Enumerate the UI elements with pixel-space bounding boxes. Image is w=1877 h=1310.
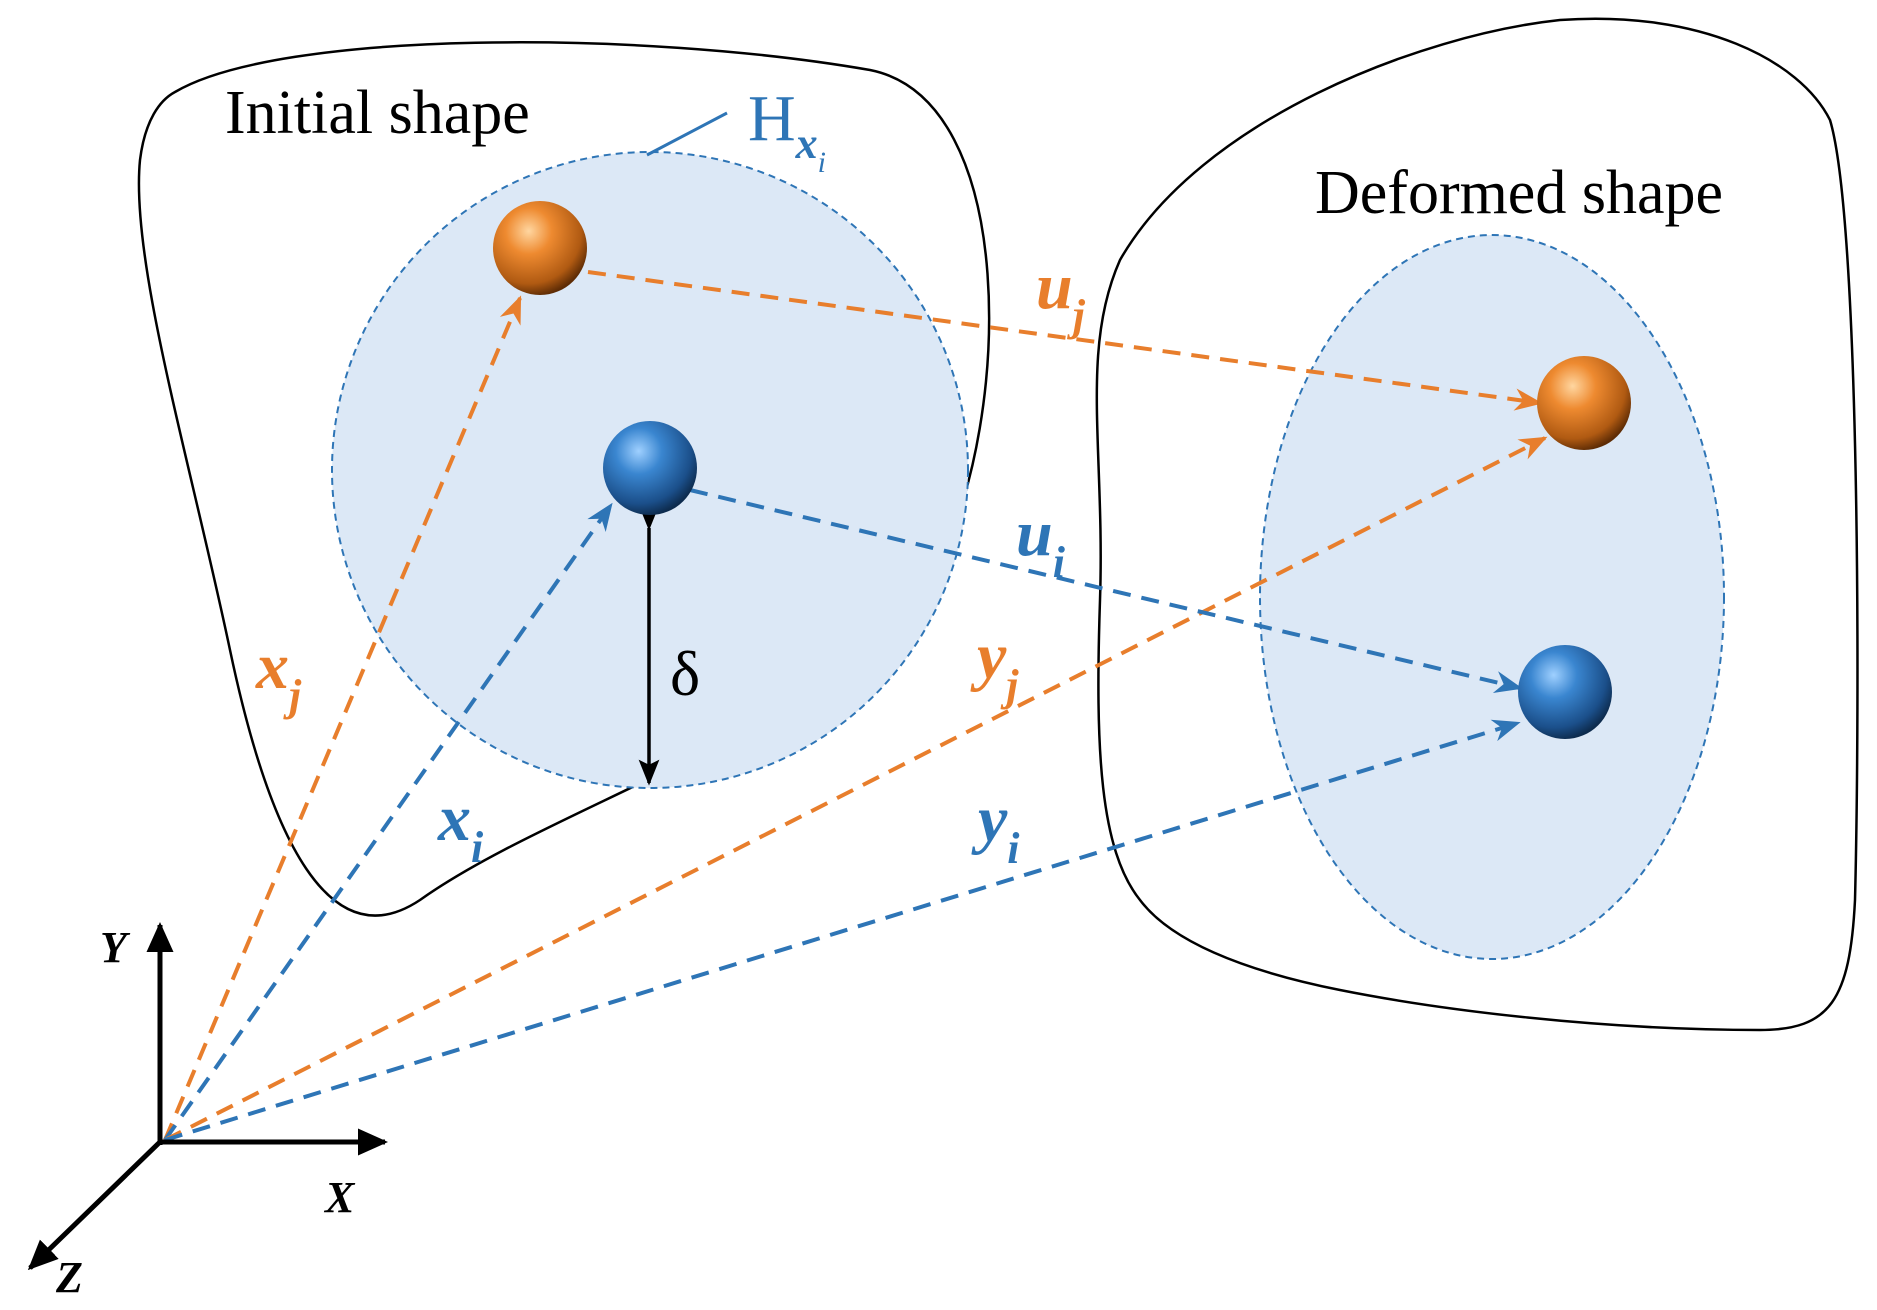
- label-y-i: yi: [971, 783, 1020, 873]
- blue-sphere-icon-initial: [603, 421, 697, 515]
- axis-z-label: Z: [55, 1253, 83, 1302]
- label-x-j: xj: [255, 630, 302, 720]
- vector-x-j: [163, 295, 522, 1141]
- orange-sphere-icon-initial: [493, 201, 587, 295]
- label-y-j: yj: [970, 620, 1019, 710]
- horizon-label: Hxi: [748, 82, 826, 179]
- horizon-label-main: H: [748, 82, 796, 155]
- orange-sphere-icon-deformed: [1537, 356, 1631, 450]
- label-u-i: ui: [1016, 497, 1066, 587]
- horizon-leader-line: [646, 111, 728, 157]
- blue-sphere-icon-deformed: [1518, 645, 1612, 739]
- label-x-i: xi: [437, 782, 484, 872]
- axis-x-label: X: [323, 1173, 356, 1222]
- vector-u-j: [587, 270, 1543, 411]
- deformed-shape-title: Deformed shape: [1315, 159, 1723, 227]
- horizon-label-sub-index: i: [818, 146, 826, 179]
- delta-label: δ: [670, 638, 700, 709]
- vector-y-i: [164, 719, 1521, 1142]
- vector-y-j: [164, 436, 1548, 1142]
- vector-u-i: [689, 488, 1523, 694]
- deformed-shape-outline: [1095, 17, 1859, 1032]
- vector-x-i: [163, 502, 613, 1142]
- initial-shape-title: Initial shape: [225, 79, 530, 147]
- horizon-deformed: [1259, 234, 1725, 960]
- horizon-label-sub: x: [795, 119, 818, 168]
- axis-y-label: Y: [100, 923, 131, 972]
- axis-z-line: [27, 1138, 164, 1271]
- label-u-j: uj: [1036, 250, 1086, 340]
